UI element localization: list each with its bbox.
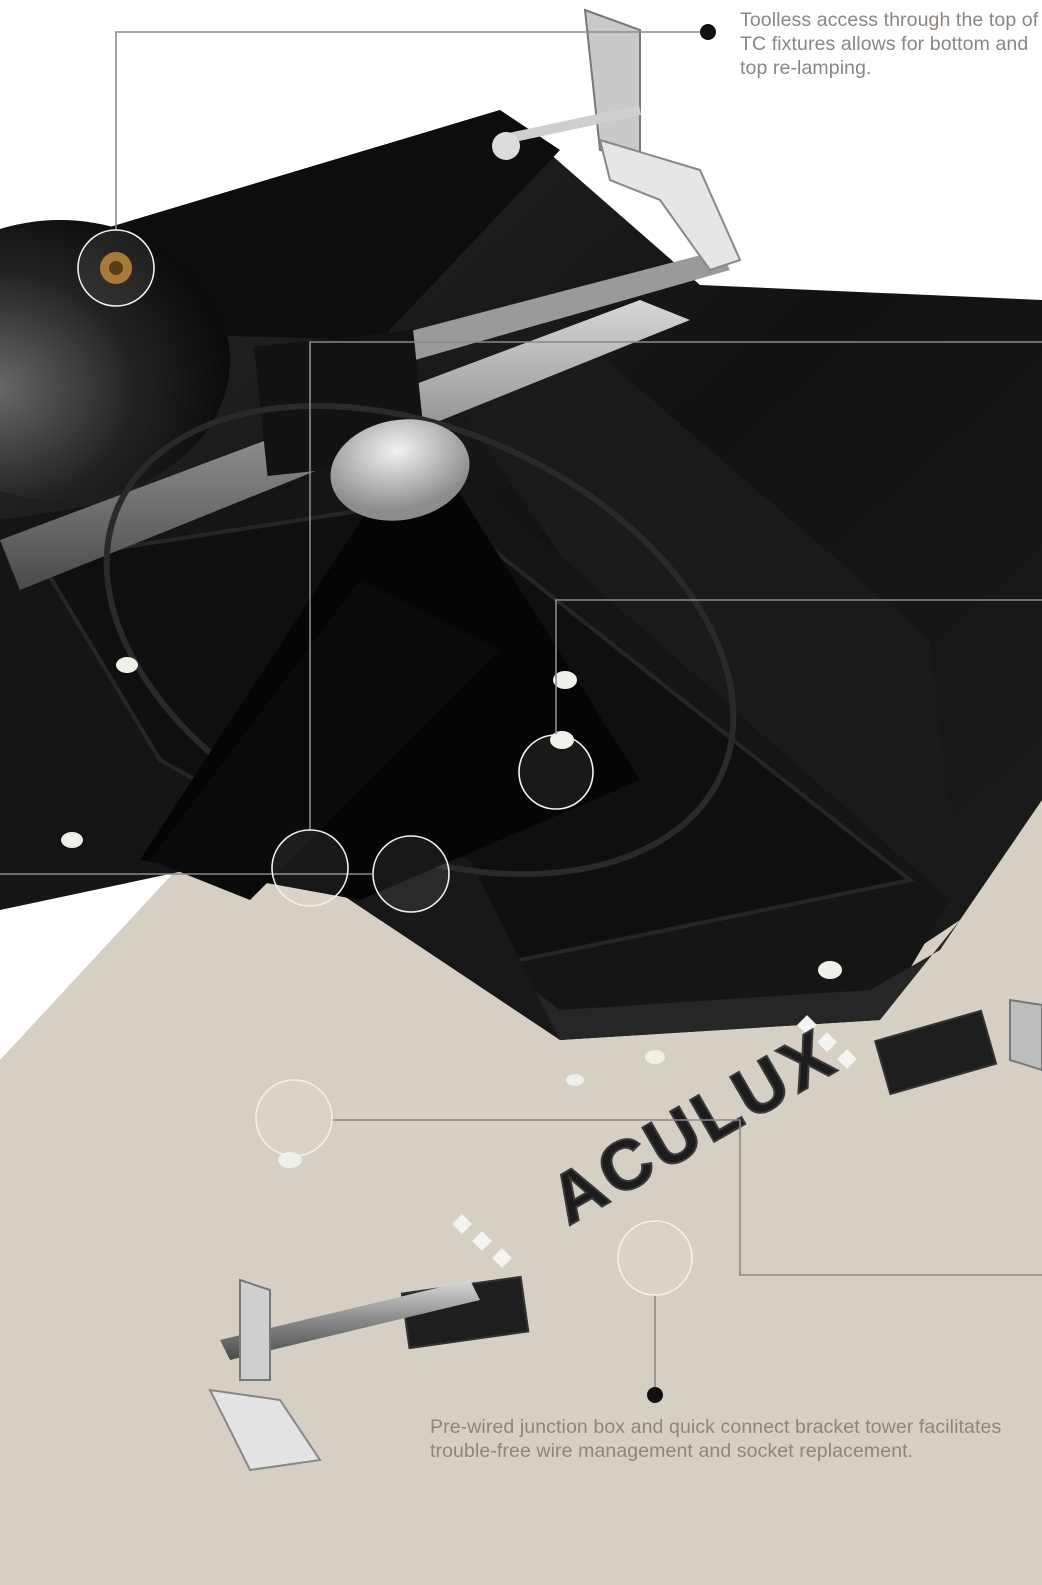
highlight-circle-junction-box [617, 1220, 693, 1296]
right-clip [1009, 998, 1042, 1072]
leader-lines [0, 31, 1042, 1395]
highlight-circle-lens-screw [518, 734, 594, 810]
highlight-circle-mounting-screw [255, 1079, 333, 1157]
callout-text-bottom: Pre-wired junction box and quick connect… [430, 1416, 1002, 1462]
screw-holes [61, 657, 842, 1168]
junction-dome [0, 220, 230, 500]
callout-text-top: Toolless access through the top of TC fi… [740, 9, 1039, 79]
callout-dot-bottom [647, 1387, 663, 1403]
highlight-circles [77, 229, 693, 1296]
highlight-circle-socket [271, 829, 349, 907]
brass-screw [100, 252, 132, 284]
white-dash-marks [452, 1015, 857, 1268]
highlight-circle-opening [372, 835, 450, 913]
bar-hanger-bottom [208, 1278, 480, 1472]
top-clip-bracket [492, 8, 742, 272]
lamp-opening [103, 402, 737, 900]
callout-dot-top [700, 24, 716, 40]
